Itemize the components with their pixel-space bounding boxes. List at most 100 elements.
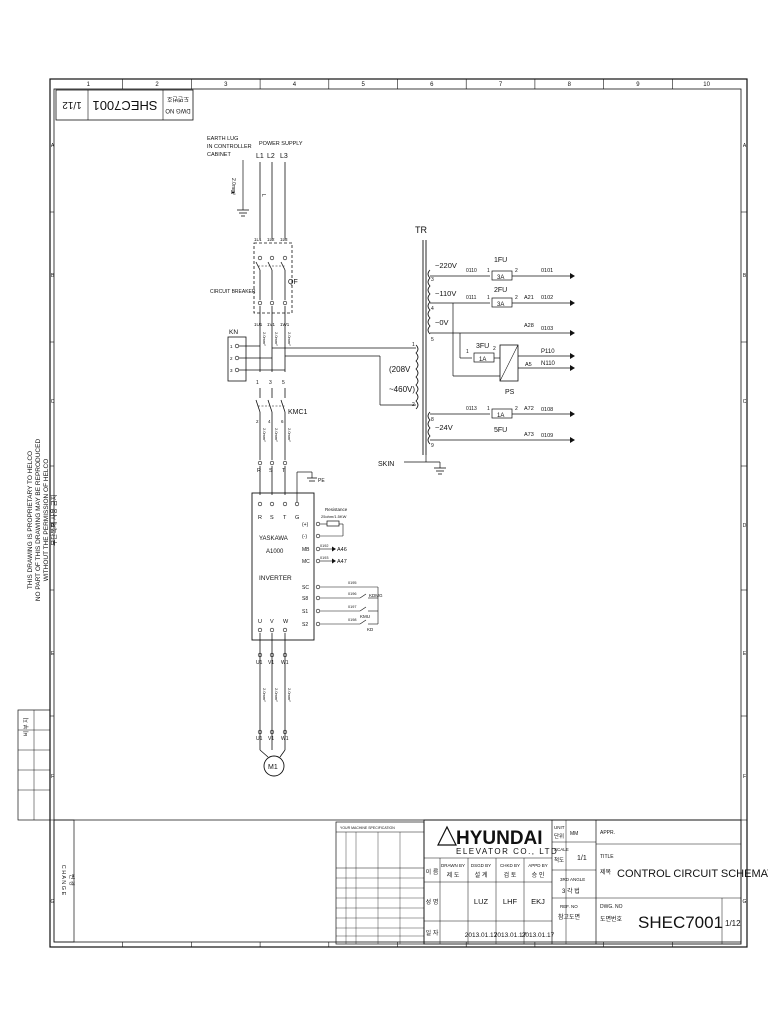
inverter-terminal-label: (-) — [302, 534, 307, 540]
kn-block: KN 1 2 3 — [227, 329, 285, 382]
row-letter: F — [51, 774, 54, 780]
row-letter: E — [51, 651, 55, 657]
ps-label: PS — [505, 389, 515, 396]
inverter-terminal — [315, 608, 321, 614]
relay-label: KDMG — [369, 593, 383, 598]
inverter-label: INVERTER — [259, 575, 292, 582]
dwg-tab-number: SHEC7001 — [92, 98, 157, 113]
row-letter: E — [743, 651, 747, 657]
row-letter: C — [743, 399, 747, 405]
svg-text:2.0mm²: 2.0mm² — [287, 688, 292, 702]
tap-voltage: ~0V — [435, 318, 449, 327]
column-number: 5 — [361, 82, 365, 88]
name-kr-label: 이 름 — [426, 868, 439, 876]
scale-label: SCALE — [554, 847, 569, 852]
dwg-no-label: DWG. NO — [600, 904, 623, 910]
kmc1-top-terminal: 1 — [256, 380, 259, 386]
tap-out: 0101 — [541, 268, 553, 274]
tr-primary-voltage: ~460V) — [389, 385, 415, 394]
ref-label-kr: 참고도면 — [558, 913, 580, 921]
kmc1-out-t: T — [282, 468, 286, 474]
motor-lead-bottom: W1 — [281, 736, 289, 742]
tap-rating: 3A — [497, 302, 504, 308]
inverter-terminal-label: S2 — [302, 622, 308, 628]
inverter-wire-number: 0197 — [348, 605, 356, 609]
dwg-tab-label-en: DWG NO — [165, 107, 191, 113]
kmc1-bottom-terminal: 6 — [281, 419, 284, 424]
inv-in: S — [270, 515, 274, 521]
change-label: C H A N G E — [60, 865, 66, 896]
ref-arrow — [332, 558, 336, 564]
kn-label: KN — [229, 329, 238, 336]
svg-text:L: L — [260, 194, 266, 197]
relay-label: KD — [367, 627, 374, 632]
unit-label-kr: 단위 — [554, 832, 564, 840]
tap24-voltage: ~24V — [435, 423, 453, 432]
tap-rating: 3A — [497, 275, 504, 281]
kn-pin: 1 — [230, 344, 233, 349]
tap-voltage: ~220V — [435, 261, 457, 270]
skin-label: SKIN — [378, 461, 394, 468]
row-letter: B — [51, 273, 55, 279]
earth-symbol — [237, 160, 249, 217]
column-number: 6 — [430, 82, 434, 88]
motor-lead-bottom: U1 — [256, 736, 263, 742]
pe-label: PE — [318, 478, 325, 484]
title-block: HYUNDAI ELEVATOR CO., LTD DRAWN BY 제 도 D… — [423, 819, 768, 945]
column-number: 3 — [224, 82, 228, 88]
tr-primary-terminal: 2 — [412, 402, 415, 408]
note-line: THIS DRAWING IS PROPRIETARY TO HELCO — [27, 451, 34, 589]
tap-num: 4 — [431, 306, 434, 312]
earth-cable-label: 2.0mm² — [230, 178, 236, 195]
inverter-ref: A47 — [337, 559, 347, 565]
dwg-tab-label-kr: 도면번호 — [166, 95, 189, 103]
inverter: R S T G YASKAWA A1000 INVERTER (+)(-)MBM… — [251, 492, 356, 641]
row-letter: F — [743, 774, 746, 780]
breaker-in-terminal: 1L1 — [254, 237, 262, 242]
inverter-wire-number: 0196 — [348, 592, 356, 596]
inv-in: G — [295, 515, 299, 521]
name-approved: EKJ — [531, 897, 545, 906]
angle-label-kr: 3 각 법 — [562, 887, 580, 895]
inv-out: U — [258, 619, 262, 625]
ref-label: REF. NO — [560, 904, 578, 909]
svg-text:2.0mm²: 2.0mm² — [287, 428, 292, 442]
inv-in: R — [258, 515, 262, 521]
column-number: 1 — [87, 82, 91, 88]
kn-pin: 3 — [230, 368, 233, 373]
phase-label-l3: L3 — [280, 153, 288, 160]
breaker-in-terminal: 1L2 — [267, 237, 275, 242]
tr-taps: 3 ~220V 0110 1 1FU 3A 2 0101 4 ~110V 011… — [430, 257, 575, 449]
kmc1-top-terminal: 5 — [282, 380, 285, 386]
tr-primary-terminal: 1 — [412, 342, 415, 348]
ps-fuse: 3FU — [476, 343, 489, 350]
approval-label: APPR. — [600, 830, 615, 836]
inv-out: V — [270, 619, 274, 625]
mm-label: MM — [570, 831, 578, 837]
tap-wire: 0110 — [466, 268, 477, 274]
motor-lead-top: U1 — [256, 660, 263, 666]
motor-label: M1 — [268, 764, 278, 771]
row-letter: A — [743, 143, 747, 149]
column-number: 9 — [636, 82, 640, 88]
name-drawn: LUZ — [474, 897, 489, 906]
motor-lead-bottom: V1 — [268, 736, 274, 742]
svg-text:2.0mm²: 2.0mm² — [274, 428, 279, 442]
revision-label: 비 부 지 — [22, 718, 30, 736]
dsgd-by-label: DSGD BY — [471, 863, 491, 868]
tap-ref: A21 — [524, 295, 534, 301]
column-number: 7 — [499, 82, 503, 88]
company-sub: ELEVATOR CO., LTD — [456, 847, 558, 856]
dwg-tab-sheet: 1/12 — [62, 99, 82, 110]
row-letter: C — [51, 399, 55, 405]
dwg-tab: 1/12 SHEC7001 도면번호 DWG NO — [55, 89, 194, 121]
spec-table: YOUR MACHINE SPECIFICATION — [335, 821, 425, 945]
dsgd-by-kr: 설 계 — [475, 871, 488, 879]
svg-text:2.0mm²: 2.0mm² — [262, 428, 267, 442]
inverter-terminal — [315, 521, 321, 527]
inverter-terminal-label: (+) — [302, 522, 309, 528]
hyundai-logo: HYUNDAI ELEVATOR CO., LTD — [437, 825, 558, 856]
inverter-terminal — [315, 595, 321, 601]
